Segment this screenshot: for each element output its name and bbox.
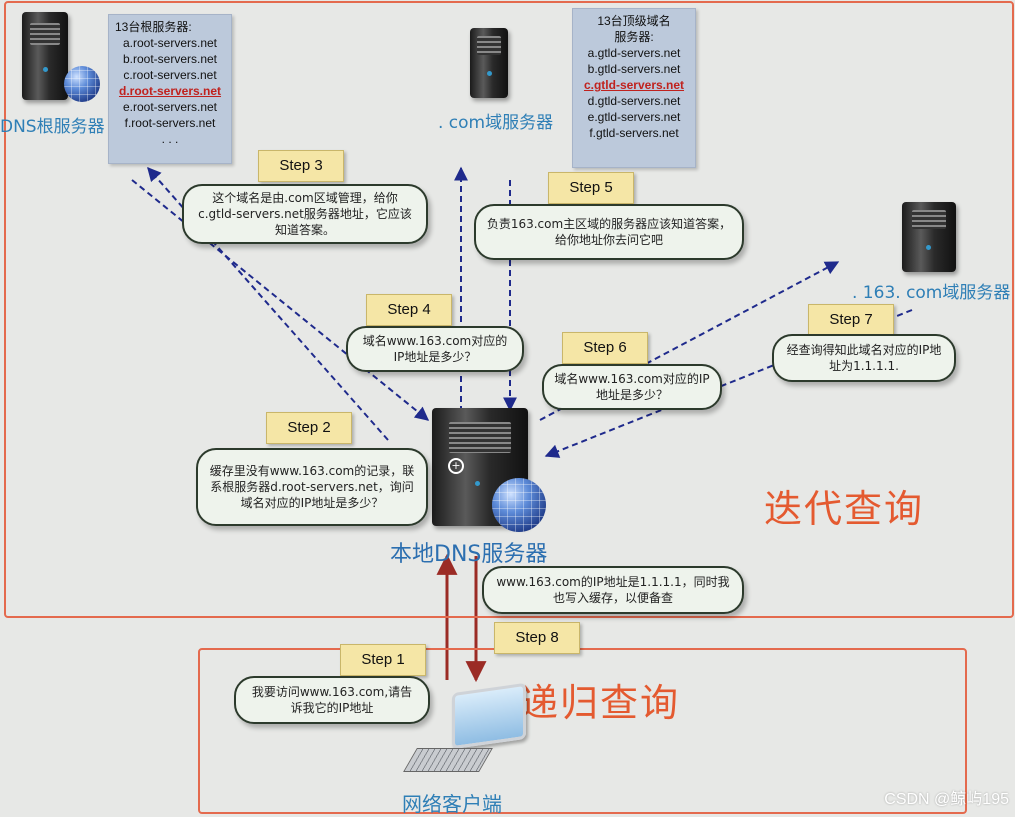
zoom-icon: + bbox=[448, 458, 464, 474]
root-globe-icon bbox=[64, 66, 100, 102]
iterative-query-label: 迭代查询 bbox=[764, 487, 925, 531]
recursive-query-region bbox=[198, 648, 967, 814]
step-4-tag: Step 4 bbox=[366, 294, 452, 326]
gtld-list-title: 13台顶级域名 bbox=[597, 14, 671, 28]
step-3-bubble: 这个域名是由.com区域管理，给你c.gtld-servers.net服务器地址… bbox=[182, 184, 428, 244]
root-list-item-highlight: d.root-servers.net bbox=[118, 84, 222, 98]
n163-server-icon bbox=[902, 202, 956, 272]
step-5-bubble: 负责163.com主区域的服务器应该知道答案，给你地址你去问它吧 bbox=[474, 204, 744, 260]
gtld-list-item: e.gtld-servers.net bbox=[587, 110, 681, 124]
gtld-list-item: f.gtld-servers.net bbox=[589, 126, 679, 140]
n163-server-label: . 163. com域服务器 bbox=[852, 283, 1011, 303]
step-3-tag: Step 3 bbox=[258, 150, 344, 182]
step-7-bubble: 经查询得知此域名对应的IP地址为1.1.1.1. bbox=[772, 334, 956, 382]
watermark: CSDN @鲸屿195 bbox=[884, 791, 1009, 808]
client-label: 网络客户端 bbox=[402, 792, 502, 816]
root-list-ellipsis: . . . bbox=[161, 132, 179, 146]
step-6-tag: Step 6 bbox=[562, 332, 648, 364]
gtld-list-item: d.gtld-servers.net bbox=[587, 94, 681, 108]
com-server-label: . com域服务器 bbox=[438, 113, 554, 133]
gtld-server-list: 13台顶级域名 服务器: a.gtld-servers.net b.gtld-s… bbox=[572, 8, 696, 168]
root-list-item: a.root-servers.net bbox=[122, 36, 218, 50]
local-dns-label: 本地DNS服务器 bbox=[390, 542, 548, 567]
step-6-bubble: 域名www.163.com对应的IP地址是多少？ bbox=[542, 364, 722, 410]
step-7-tag: Step 7 bbox=[808, 304, 894, 336]
step-1-bubble: 我要访问www.163.com,请告诉我它的IP地址 bbox=[234, 676, 430, 724]
root-list-title: 13台根服务器: bbox=[115, 20, 192, 34]
root-server-label: DNS根服务器 bbox=[0, 117, 105, 137]
gtld-list-item: a.gtld-servers.net bbox=[587, 46, 681, 60]
step-2-bubble: 缓存里没有www.163.com的记录，联系根服务器d.root-servers… bbox=[196, 448, 428, 526]
root-server-list: 13台根服务器: a.root-servers.net b.root-serve… bbox=[108, 14, 232, 164]
step-4-bubble: 域名www.163.com对应的IP地址是多少？ bbox=[346, 326, 524, 372]
com-server-icon bbox=[470, 28, 508, 98]
step-8-bubble: www.163.com的IP地址是1.1.1.1，同时我也写入缓存，以便备查 bbox=[482, 566, 744, 614]
step-1-tag: Step 1 bbox=[340, 644, 426, 676]
root-list-item: f.root-servers.net bbox=[124, 116, 216, 130]
iterative-query-region bbox=[4, 1, 1014, 618]
root-list-item: b.root-servers.net bbox=[122, 52, 218, 66]
gtld-list-title-2: 服务器: bbox=[614, 30, 654, 44]
gtld-list-item: b.gtld-servers.net bbox=[587, 62, 681, 76]
step-5-tag: Step 5 bbox=[548, 172, 634, 204]
arrow-step6 bbox=[539, 261, 840, 421]
local-globe-icon bbox=[492, 478, 546, 532]
recursive-query-label: 递归查询 bbox=[520, 681, 681, 725]
gtld-list-item-highlight: c.gtld-servers.net bbox=[583, 78, 685, 92]
step-8-tag: Step 8 bbox=[494, 622, 580, 654]
root-list-item: c.root-servers.net bbox=[123, 68, 217, 82]
keyboard-icon bbox=[403, 748, 493, 772]
root-list-item: e.root-servers.net bbox=[122, 100, 218, 114]
client-computer-icon bbox=[452, 682, 526, 750]
root-server-icon bbox=[22, 12, 68, 100]
step-2-tag: Step 2 bbox=[266, 412, 352, 444]
arrow-step3 bbox=[131, 179, 430, 421]
